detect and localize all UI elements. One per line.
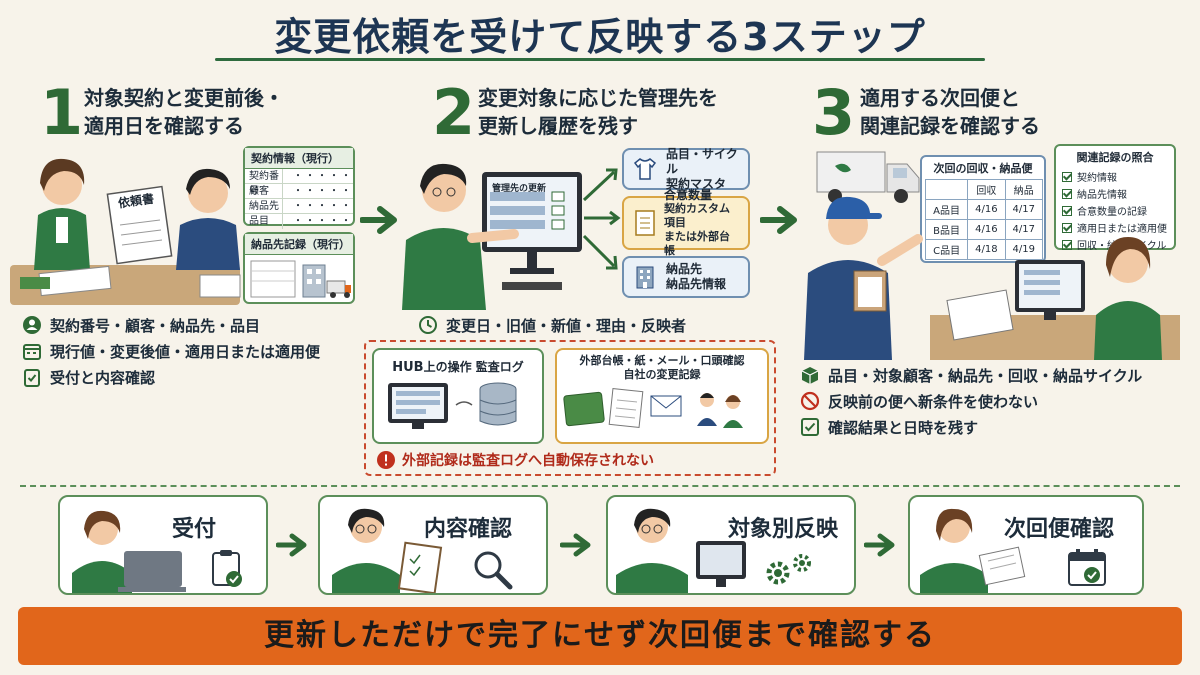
- person-icon: [23, 316, 41, 334]
- list-item: 納品先情報: [1062, 185, 1174, 202]
- arrow-right-icon: [360, 206, 397, 234]
- flow-step-targeted-update: 対象別反映: [606, 495, 856, 595]
- page-title: 変更依頼を受けて反映する3ステップ: [274, 15, 926, 59]
- arrow-right-icon: [760, 206, 797, 234]
- arrow-right-icon: [560, 533, 591, 557]
- schedule-header: 次回の回収・納品便: [933, 162, 1033, 175]
- truck-icon: [816, 151, 920, 203]
- warning-icon: [377, 451, 395, 469]
- step-1-illustration: [10, 158, 241, 305]
- calendar-icon: [23, 344, 41, 360]
- list-item: 契約情報: [1062, 168, 1174, 185]
- hub-audit-log-box: HUB上の操作 監査ログ: [372, 348, 544, 444]
- building-icon: [636, 266, 654, 289]
- prohibited-icon: [800, 391, 820, 411]
- branch-arrows: [582, 168, 621, 270]
- step-3-bullet: 品目・対象顧客・納品先・回収・納品サイクル: [800, 362, 1180, 388]
- records-group: [364, 340, 776, 476]
- target-delivery-info: 納品先納品先情報: [622, 256, 750, 298]
- target-contract-master: 品目・サイクル契約マスタ: [622, 147, 750, 191]
- arrow-right-icon: [276, 533, 307, 557]
- step-2-title-line2: 更新し履歴を残す: [478, 114, 638, 138]
- flow-label: 受付: [172, 517, 217, 542]
- step-2-title-line1: 変更対象に応じた管理先を: [478, 86, 718, 110]
- clock-icon: [419, 316, 437, 334]
- person-laptop-icon: [72, 510, 186, 593]
- section-divider: [20, 485, 1180, 487]
- flow-label: 次回便確認: [1004, 517, 1115, 542]
- person-document-icon: [920, 508, 1026, 593]
- ledger-paper-mail-icon: [563, 387, 743, 429]
- flow-step-next-delivery-check: 次回便確認: [908, 495, 1144, 595]
- clipboard-check-icon: [24, 369, 40, 387]
- step-1-bullet: 契約番号・顧客・納品先・品目: [22, 312, 372, 338]
- flow-label: 対象別反映: [728, 517, 839, 542]
- step-3-bullet: 確認結果と日時を残す: [800, 414, 1180, 440]
- magnifier-icon: [474, 551, 513, 590]
- step-3-illustration: [804, 196, 1180, 360]
- step-2-title: 変更対象に応じた管理先を 更新し履歴を残す: [478, 84, 718, 140]
- box-icon: [801, 367, 819, 384]
- step-1-title: 対象契約と変更前後・ 適用日を確認する: [84, 84, 284, 140]
- external-records-box: 外部台帳・紙・メール・口頭確認 自社の変更記録: [555, 348, 769, 444]
- monitor-database-icon: [388, 382, 517, 429]
- step-1-bullet: 現行値・変更後値・適用日または適用便: [22, 338, 372, 364]
- step-1-title-line2: 適用日を確認する: [84, 114, 244, 138]
- step-1-number: 1: [40, 76, 84, 149]
- document-icon: [635, 210, 655, 236]
- list-item: 合意数量の記録: [1062, 202, 1174, 219]
- contract-row: 顧客・・・・・: [245, 184, 353, 199]
- flow-step-reception: 受付: [58, 495, 268, 595]
- delivery-record-header: 納品先記録（現行）: [245, 234, 353, 255]
- warehouse-truck-icon: [250, 260, 351, 298]
- contract-row: 契約番号・・・・・: [245, 169, 353, 197]
- step-3-title-line2: 関連記録を確認する: [860, 114, 1040, 138]
- calendar-check-icon: [1068, 549, 1106, 586]
- step-1-title-line1: 対象契約と変更前後・: [84, 86, 284, 110]
- flow-label: 内容確認: [424, 517, 513, 542]
- step-2-illustration: [402, 163, 582, 310]
- contract-info-header: 契約情報（現行）: [245, 148, 353, 169]
- screen-label: 管理先の更新: [492, 184, 547, 194]
- step-3-bullets: 品目・対象顧客・納品先・回収・納品サイクル 反映前の便へ新条件を使わない 確認結…: [800, 362, 1180, 440]
- flow-step-content-check: 内容確認: [318, 495, 548, 595]
- target-agreed-quantity: 合意数量契約カスタム項目または外部台帳: [622, 188, 750, 257]
- step-3-bullet: 反映前の便へ新条件を使わない: [800, 388, 1180, 414]
- checkbox-icon: [801, 418, 819, 436]
- step-2-bullet: 変更日・旧値・新値・理由・反映者: [418, 312, 686, 338]
- step-3-number: 3: [812, 76, 856, 149]
- contract-row: 品目・・・・・: [245, 214, 353, 229]
- clipboard-check-icon: [212, 550, 242, 587]
- gears-icon: [766, 554, 811, 585]
- person-computer-icon: [616, 508, 746, 593]
- step-2-number: 2: [432, 76, 476, 149]
- person-clipboard-icon: [332, 508, 443, 593]
- contract-row: 納品先・・・・・: [245, 199, 353, 214]
- warning-message: 外部記録は監査ログへ自動保存されない: [376, 450, 654, 470]
- step-3-title-line1: 適用する次回便と: [860, 86, 1020, 110]
- title-underline: [215, 58, 985, 61]
- list-item: 適用日または適用便: [1062, 219, 1174, 236]
- step-3-title: 適用する次回便と 関連記録を確認する: [860, 84, 1040, 140]
- checklist-header: 関連記録の照合: [1076, 151, 1154, 164]
- delivery-record-card: 納品先記録（現行）: [243, 232, 355, 304]
- hub-audit-log-label: HUB上の操作 監査ログ: [392, 360, 524, 375]
- shirt-icon: [633, 158, 657, 180]
- contract-info-card: 契約情報（現行） 契約番号・・・・・ 顧客・・・・・ 納品先・・・・・ 品目・・…: [243, 146, 355, 229]
- external-records-label: 外部台帳・紙・メール・口頭確認 自社の変更記録: [579, 354, 745, 381]
- bottom-banner: 更新しただけで完了にせず次回便まで確認する: [18, 607, 1182, 665]
- arrow-right-icon: [864, 533, 895, 557]
- table-row: 回収納品: [924, 179, 1044, 200]
- step-1-bullet: 受付と内容確認: [22, 364, 372, 390]
- step-1-bullets: 契約番号・顧客・納品先・品目 現行値・変更後値・適用日または適用便 受付と内容確…: [22, 312, 372, 390]
